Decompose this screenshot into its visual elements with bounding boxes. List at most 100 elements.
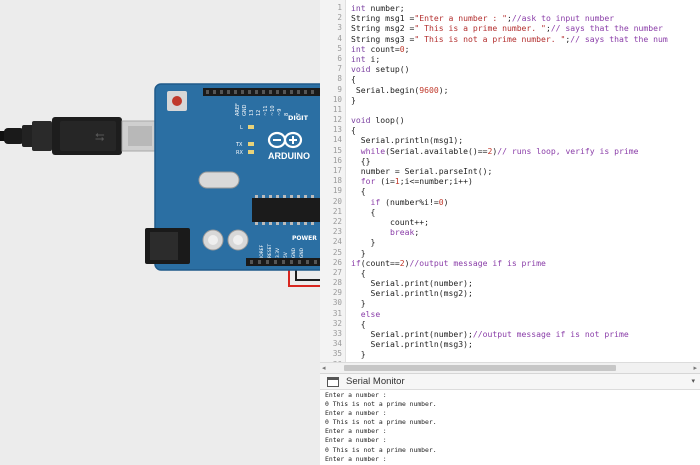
- code-line[interactable]: 23 break;: [320, 227, 700, 237]
- line-number: 22: [332, 216, 342, 226]
- code-line[interactable]: 31 else: [320, 309, 700, 319]
- pin-label: GND: [242, 104, 248, 116]
- line-number: 27: [332, 267, 342, 277]
- code-text[interactable]: }: [351, 237, 376, 248]
- scroll-right-icon[interactable]: ▸: [693, 364, 697, 372]
- chevron-down-icon[interactable]: ▾: [691, 377, 695, 385]
- code-line[interactable]: 13{: [320, 125, 700, 135]
- code-line[interactable]: 32 {: [320, 319, 700, 329]
- code-text[interactable]: void setup(): [351, 64, 410, 75]
- code-line[interactable]: 36: [320, 360, 700, 362]
- code-line[interactable]: 22 count++;: [320, 217, 700, 227]
- code-line[interactable]: 21 {: [320, 207, 700, 217]
- code-text[interactable]: if(count==2)//output message if is prime: [351, 257, 546, 268]
- code-text[interactable]: }: [351, 247, 366, 258]
- code-text[interactable]: {: [351, 125, 356, 136]
- line-number: 5: [337, 43, 342, 53]
- code-text[interactable]: Serial.print(number);: [351, 278, 473, 289]
- serial-output-line: 0 This is not a prime number.: [325, 400, 437, 409]
- pin-label: 8: [284, 113, 290, 116]
- line-number: 28: [332, 278, 342, 288]
- code-text[interactable]: int i;: [351, 53, 381, 64]
- code-text[interactable]: {: [351, 186, 366, 197]
- code-line[interactable]: 14 Serial.println(msg1);: [320, 135, 700, 145]
- code-text[interactable]: Serial.println(msg1);: [351, 135, 464, 146]
- code-line[interactable]: 11: [320, 105, 700, 115]
- line-number: 7: [337, 64, 342, 74]
- serial-output-line: Enter a number :: [325, 409, 387, 418]
- code-line[interactable]: 24 }: [320, 237, 700, 247]
- line-number: 10: [332, 94, 342, 104]
- horizontal-scrollbar[interactable]: ◂ ▸: [320, 362, 700, 373]
- serial-monitor-header[interactable]: Serial Monitor ▾: [320, 373, 700, 390]
- line-number: 18: [332, 176, 342, 186]
- scrollbar-thumb[interactable]: [344, 365, 616, 371]
- code-text[interactable]: count++;: [351, 216, 429, 227]
- arduino-logo: [267, 131, 303, 149]
- code-line[interactable]: 33 Serial.print(number);//output message…: [320, 329, 700, 339]
- arduino-brand: ARDUINO: [268, 151, 310, 161]
- serial-output-line: Enter a number :: [325, 427, 387, 436]
- code-line[interactable]: 20 if (number%i!=0): [320, 197, 700, 207]
- code-text[interactable]: break;: [389, 227, 420, 238]
- code-text[interactable]: Serial.print(number);//output message if…: [351, 329, 629, 339]
- code-text[interactable]: void loop(): [351, 115, 405, 126]
- serial-output-line: Enter a number :: [325, 436, 387, 445]
- usb-cable: ⮀: [0, 117, 159, 155]
- code-text[interactable]: int count=0;: [351, 43, 410, 54]
- scroll-left-icon[interactable]: ◂: [322, 364, 326, 372]
- code-text[interactable]: }: [351, 94, 356, 105]
- code-text[interactable]: {}: [351, 155, 371, 166]
- code-line[interactable]: 16 {}: [320, 156, 700, 166]
- code-line[interactable]: 30 }: [320, 298, 700, 308]
- code-text[interactable]: }: [351, 298, 366, 309]
- code-text[interactable]: if (number%i!=0): [370, 196, 449, 207]
- code-text[interactable]: else: [360, 308, 381, 319]
- code-line[interactable]: 28 Serial.print(number);: [320, 278, 700, 288]
- code-text[interactable]: {: [351, 206, 376, 217]
- code-text[interactable]: {: [351, 267, 366, 278]
- code-line[interactable]: 35 }: [320, 349, 700, 359]
- code-line[interactable]: 10}: [320, 95, 700, 105]
- code-text[interactable]: {: [351, 318, 366, 329]
- code-text[interactable]: String msg2 =" This is a prime number. "…: [351, 23, 663, 34]
- circuit-canvas[interactable]: ⮀ AREF: [0, 0, 320, 465]
- code-line[interactable]: 8{: [320, 74, 700, 84]
- code-text[interactable]: {: [351, 74, 356, 85]
- line-number: 36: [320, 360, 342, 362]
- code-text[interactable]: Serial.begin(9600);: [351, 84, 449, 95]
- code-text[interactable]: for (i=1;i<=number;i++): [360, 176, 473, 187]
- code-text[interactable]: Serial.println(msg2);: [351, 288, 473, 299]
- code-line[interactable]: 19 {: [320, 186, 700, 196]
- code-text[interactable]: Serial.println(msg3);: [351, 339, 473, 350]
- code-text[interactable]: int number;: [351, 3, 405, 13]
- code-text[interactable]: String msg1 ="Enter a number : ";//ask t…: [351, 13, 615, 24]
- code-line[interactable]: 18 for (i=1;i<=number;i++): [320, 176, 700, 186]
- code-line[interactable]: 29 Serial.println(msg2);: [320, 288, 700, 298]
- code-line[interactable]: 27 {: [320, 268, 700, 278]
- code-line[interactable]: 15 while(Serial.available()==2)// runs l…: [320, 146, 700, 156]
- arduino-board-svg[interactable]: ⮀ AREF: [0, 0, 320, 465]
- code-line[interactable]: 17 number = Serial.parseInt();: [320, 166, 700, 176]
- code-text[interactable]: while(Serial.available()==2)// runs loop…: [360, 145, 639, 156]
- code-text[interactable]: }: [351, 349, 366, 360]
- code-line[interactable]: 34 Serial.println(msg3);: [320, 339, 700, 349]
- code-line[interactable]: 5 int count=0;: [320, 44, 700, 54]
- code-text[interactable]: String msg3 =" This is not a prime numbe…: [351, 33, 668, 44]
- code-text[interactable]: number = Serial.parseInt();: [351, 166, 493, 176]
- line-number: 34: [332, 339, 342, 349]
- code-line[interactable]: 7 void setup(): [320, 64, 700, 74]
- code-line[interactable]: 9 Serial.begin(9600);: [320, 85, 700, 95]
- code-line[interactable]: 25 }: [320, 248, 700, 258]
- line-number: 19: [332, 186, 342, 196]
- line-number: 32: [332, 318, 342, 328]
